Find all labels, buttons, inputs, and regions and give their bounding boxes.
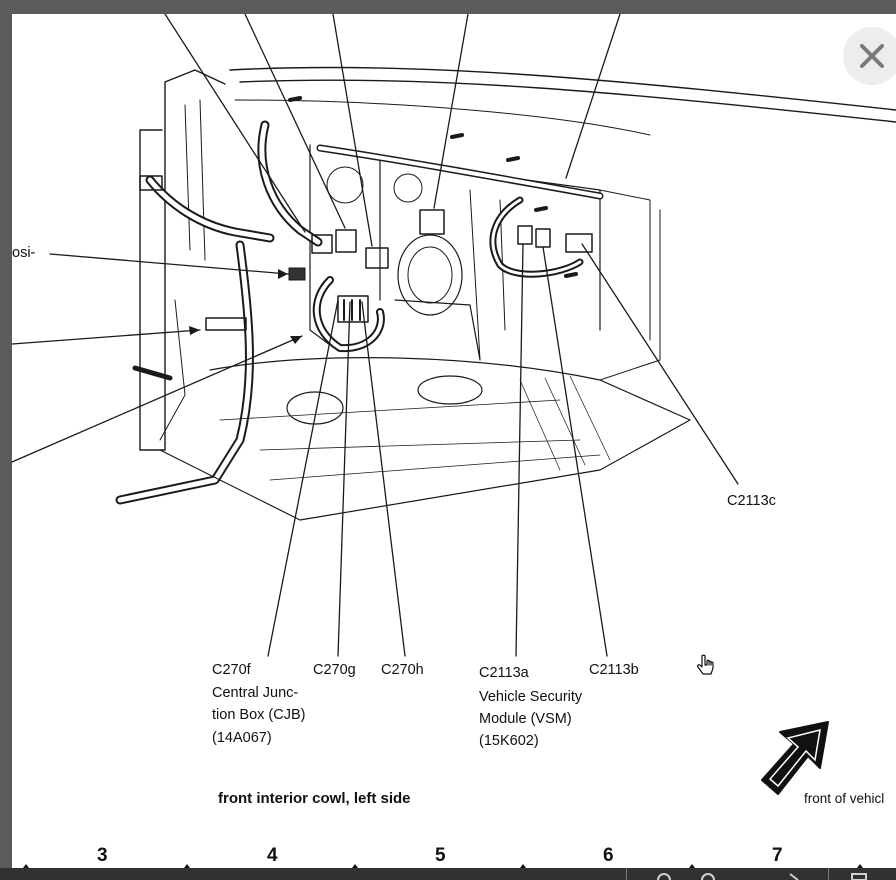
diagram-caption: front interior cowl, left side (218, 790, 411, 807)
toolbar-controls-icon[interactable] (650, 868, 810, 880)
close-icon (860, 44, 884, 68)
ruler-number-3: 3 (97, 845, 108, 866)
label-c2113c: C2113c (727, 493, 776, 509)
ruler-number-7: 7 (772, 845, 783, 866)
label-cjb-line3: (14A067) (212, 730, 272, 746)
ruler-number-5: 5 (435, 845, 446, 866)
label-cjb-line2: tion Box (CJB) (212, 707, 306, 723)
document-viewer: osi- C2113c C270f C270g C270h Central Ju… (12, 14, 896, 880)
close-button[interactable] (843, 27, 896, 85)
hand-cursor-icon (697, 654, 714, 675)
left-cut-label: osi- (12, 245, 36, 261)
label-c2113b: C2113b (589, 662, 639, 678)
label-c270f: C270f (212, 662, 251, 678)
ruler-number-4: 4 (267, 845, 278, 866)
label-vsm-line2: Module (VSM) (479, 711, 572, 727)
label-vsm-line3: (15K602) (479, 733, 539, 749)
label-c270h: C270h (381, 662, 424, 678)
label-c2113a: C2113a (479, 665, 529, 681)
direction-arrow-icon (761, 721, 829, 795)
toolbar-menu-icon[interactable] (850, 868, 870, 880)
label-front-of-vehicle: front of vehicl (804, 791, 885, 806)
ruler-number-6: 6 (603, 845, 614, 866)
label-c270g: C270g (313, 662, 356, 678)
viewer-toolbar (0, 868, 896, 880)
wiring-diagram (12, 14, 896, 657)
label-cjb-line1: Central Junc- (212, 685, 299, 701)
label-vsm-line1: Vehicle Security (479, 689, 583, 705)
